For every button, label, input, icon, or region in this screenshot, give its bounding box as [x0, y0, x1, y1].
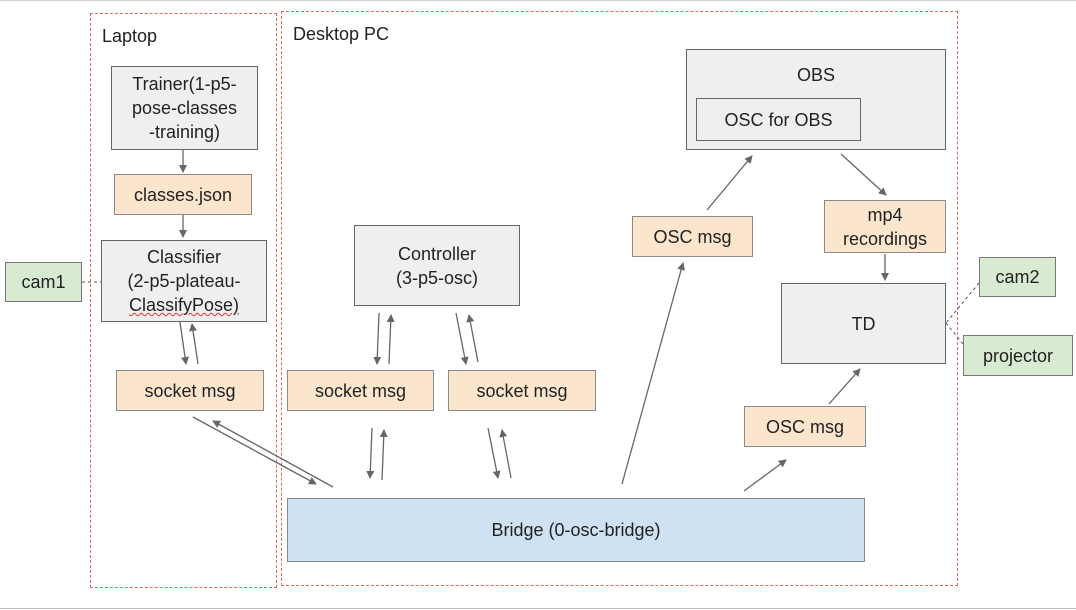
bottom-rule — [0, 608, 1076, 609]
arrow-socket-right-to-bridge — [487, 427, 501, 479]
classifier-line-3: ClassifyPose) — [128, 295, 240, 315]
top-rule — [0, 0, 1076, 1]
classes-json-node: classes.json — [114, 174, 252, 215]
socket-msg-laptop-node: socket msg — [116, 370, 264, 411]
arrow-socket-to-classifier — [189, 323, 199, 365]
arrow-bridge-to-socket-laptop — [212, 420, 334, 488]
classifier-line-2: (2-p5-plateau- — [127, 271, 241, 291]
arrow-socket-left-to-bridge — [366, 427, 375, 479]
arrow-obs-to-mp4 — [840, 153, 887, 196]
classifier-node: Classifier (2-p5-plateau- ClassifyPose) — [101, 240, 267, 322]
arrow-osc-to-obs — [706, 155, 753, 211]
group-desktop — [281, 11, 958, 586]
osc-msg-obs-node: OSC msg — [632, 216, 753, 257]
group-laptop-label: Laptop — [102, 26, 158, 46]
arrow-socket-laptop-to-bridge — [192, 416, 317, 485]
arrow-socket-right-to-controller — [466, 314, 479, 363]
arrow-bridge-to-socket-left — [379, 429, 388, 481]
arrow-classifier-to-socket — [179, 321, 189, 365]
controller-node: Controller (3-p5-osc) — [354, 225, 520, 306]
osc-msg-td-node: OSC msg — [744, 406, 866, 447]
link-cam2-td — [945, 282, 980, 324]
arrow-bridge-to-osc-td — [743, 459, 787, 492]
socket-msg-right-node: socket msg — [448, 370, 596, 411]
trainer-node: Trainer(1-p5- pose-classes -training) — [111, 66, 258, 150]
projector-node: projector — [963, 335, 1073, 376]
group-desktop-label: Desktop PC — [293, 24, 390, 44]
bridge-node: Bridge (0-osc-bridge) — [287, 498, 865, 562]
arrow-bridge-to-osc-obs — [621, 262, 685, 485]
arrow-osc-to-td — [828, 368, 861, 405]
classifier-line-1: Classifier — [146, 247, 221, 267]
link-projector-td — [945, 322, 964, 345]
socket-msg-left-node: socket msg — [287, 370, 434, 411]
mp4-recordings-node: mp4 recordings — [824, 200, 946, 253]
obs-label: OBS — [796, 65, 835, 85]
arrow-socket-left-to-controller — [386, 314, 395, 365]
osc-for-obs-node: OSC for OBS — [696, 98, 861, 141]
arrow-controller-to-socket-left — [373, 312, 382, 365]
arrow-bridge-to-socket-right — [499, 429, 512, 479]
cam2-node: cam2 — [979, 257, 1056, 297]
td-node: TD — [781, 283, 946, 364]
cam1-node: cam1 — [5, 262, 82, 302]
arrow-controller-to-socket-right — [455, 312, 469, 365]
group-laptop — [90, 13, 277, 588]
